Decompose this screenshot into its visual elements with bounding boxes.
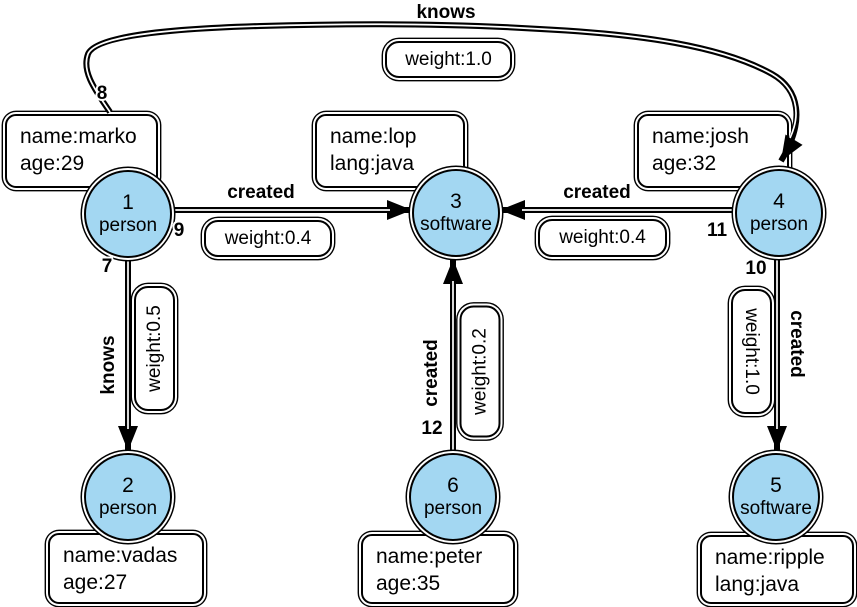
property-box-marko: name:marko age:29	[5, 114, 158, 188]
weight-value: weight:0.4	[224, 227, 312, 249]
property-line: name:ripple	[715, 546, 825, 569]
vertex-id: 2	[122, 474, 134, 497]
vertex-node-1: 1 person	[84, 170, 172, 258]
edge-label-created-4-3: created	[563, 182, 631, 203]
vertex-id: 6	[447, 474, 459, 497]
edge-label-created-1-3: created	[227, 182, 295, 203]
property-box-lop: name:lop lang:java	[315, 114, 465, 188]
property-line: name:vadas	[63, 544, 178, 567]
vertex-label: person	[423, 498, 483, 519]
vertex-id: 3	[450, 190, 462, 213]
edge-id-9: 9	[173, 220, 185, 241]
vertex-label: software	[740, 498, 812, 519]
vertex-label: person	[749, 214, 809, 235]
edge-id-7: 7	[101, 256, 113, 277]
weight-value: weight:0.5	[143, 305, 165, 392]
vertex-label: software	[420, 214, 492, 235]
property-line: name:peter	[376, 545, 483, 568]
property-line: age:32	[652, 152, 717, 175]
edge-knows-1-4-core	[85, 23, 797, 139]
vertex-id: 4	[773, 190, 785, 213]
property-line: name:lop	[330, 125, 417, 148]
weight-box-knows-1-2: weight:0.5	[134, 286, 175, 411]
edge-id-8: 8	[96, 83, 108, 104]
edge-label-created-6-3: created	[421, 339, 442, 407]
edge-id-10: 10	[745, 258, 767, 279]
vertex-node-2: 2 person	[84, 453, 172, 541]
edge-label-knows-1-4: knows	[416, 2, 476, 23]
property-line: age:35	[376, 572, 441, 595]
edge-id-12: 12	[421, 418, 443, 439]
weight-value: weight:1.0	[741, 308, 763, 395]
vertex-node-6: 6 person	[409, 453, 497, 541]
property-line: age:29	[20, 152, 85, 175]
property-box-peter: name:peter age:35	[361, 534, 515, 604]
weight-box-created-1-3: weight:0.4	[204, 220, 332, 257]
vertex-label: person	[98, 498, 158, 519]
vertex-node-4: 4 person	[735, 169, 823, 257]
vertex-node-3: 3 software	[412, 169, 500, 257]
weight-box-created-4-5: weight:1.0	[731, 289, 772, 414]
weight-box-knows-1-4: weight:1.0	[385, 41, 512, 78]
weight-value: weight:1.0	[405, 48, 492, 70]
edge-label-created-4-5: created	[786, 310, 807, 378]
weight-box-created-6-3: weight:0.2	[459, 305, 501, 438]
property-line: lang:java	[330, 152, 415, 175]
weight-box-created-4-3: weight:0.4	[538, 219, 667, 257]
property-box-ripple: name:ripple lang:java	[700, 535, 854, 604]
vertex-node-5: 5 software	[732, 453, 820, 541]
property-line: lang:java	[715, 573, 800, 596]
vertex-label: person	[98, 215, 158, 236]
property-line: age:27	[63, 571, 128, 594]
vertex-id: 5	[770, 474, 782, 497]
property-line: name:josh	[652, 125, 749, 148]
edge-label-knows-1-2: knows	[98, 335, 119, 395]
weight-value: weight:0.2	[469, 328, 490, 415]
weight-value: weight:0.4	[559, 227, 646, 248]
property-line: name:marko	[20, 125, 137, 148]
edge-id-11: 11	[706, 220, 728, 241]
vertex-id: 1	[122, 191, 134, 214]
